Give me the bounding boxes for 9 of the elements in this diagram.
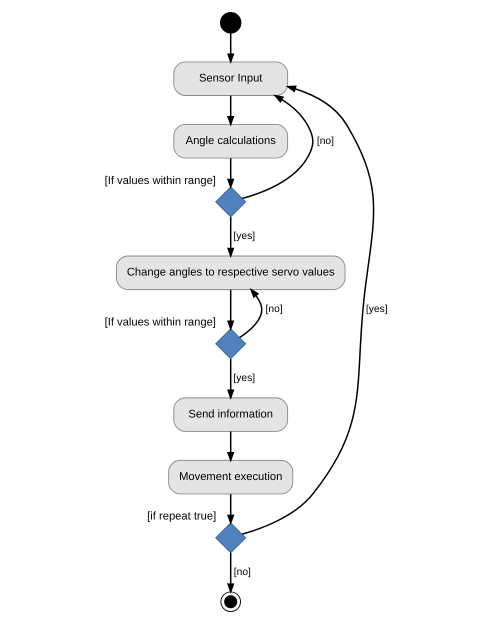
edge-label: [no] [316,136,334,147]
node-label: [if repeat true] [146,510,216,523]
edge-label: [no] [265,304,282,315]
node-label: [If values within range] [104,174,216,187]
edge-label: [yes] [365,304,388,315]
edge-label: [no] [233,566,250,578]
edge-label: [yes] [232,231,255,242]
node-label: [If values within range] [104,316,216,329]
edge-label: [yes] [232,372,255,384]
